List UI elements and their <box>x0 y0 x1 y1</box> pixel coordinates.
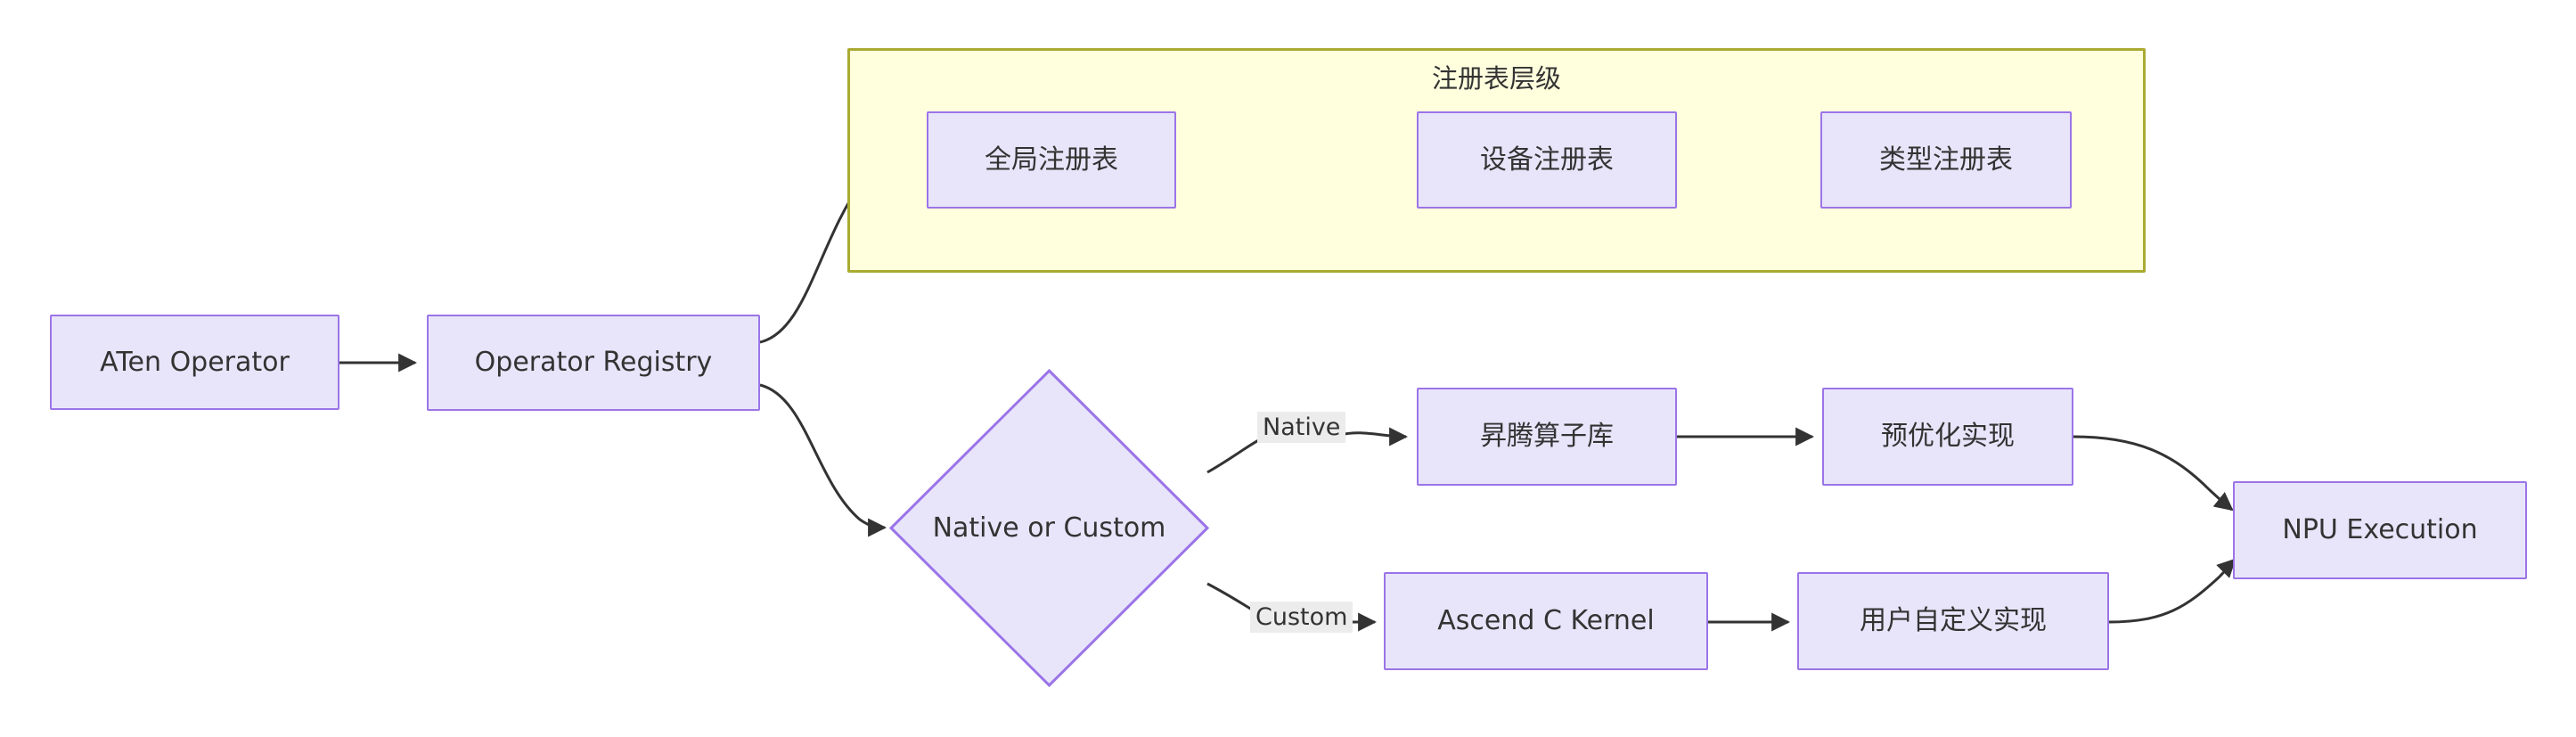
node-operator-registry[interactable]: Operator Registry <box>427 315 760 411</box>
node-label-ascend-c-kernel: Ascend C Kernel <box>1437 605 1655 636</box>
node-aten-operator[interactable]: ATen Operator <box>50 315 339 410</box>
node-label-npu-execution: NPU Execution <box>2282 514 2478 545</box>
node-npu-execution[interactable]: NPU Execution <box>2233 481 2527 579</box>
node-label-aten-operator: ATen Operator <box>100 346 290 378</box>
node-label-ascend-op-lib: 昇腾算子库 <box>1480 421 1614 452</box>
edge-label-native: Native <box>1257 412 1346 444</box>
node-label-device-registry: 设备注册表 <box>1480 143 1614 176</box>
node-ascend-c-kernel[interactable]: Ascend C Kernel <box>1384 572 1708 670</box>
edge-decision-to-native-label <box>1206 436 1264 474</box>
node-label-user-custom-impl: 用户自定义实现 <box>1860 605 2047 636</box>
node-user-custom-impl[interactable]: 用户自定义实现 <box>1797 572 2109 670</box>
node-native-or-custom[interactable]: Native or Custom <box>889 369 1209 687</box>
node-pre-optimized-impl[interactable]: 预优化实现 <box>1822 388 2073 486</box>
edge-user-impl-to-npu <box>2108 558 2237 624</box>
node-label-operator-registry: Operator Registry <box>474 347 713 378</box>
node-device-registry[interactable]: 设备注册表 <box>1417 111 1677 209</box>
node-label-native-or-custom: Native or Custom <box>932 512 1166 544</box>
node-label-pre-optimized-impl: 预优化实现 <box>1881 421 2015 452</box>
node-type-registry[interactable]: 类型注册表 <box>1820 111 2072 209</box>
edge-preopt-to-npu <box>2073 435 2234 512</box>
node-global-registry[interactable]: 全局注册表 <box>927 111 1176 209</box>
subgraph-title-registry-hierarchy: 注册表层级 <box>1431 63 1561 94</box>
edge-label-custom: Custom <box>1250 602 1353 634</box>
edge-registry-to-decision <box>759 383 887 537</box>
node-label-type-registry: 类型注册表 <box>1879 143 2013 176</box>
node-label-global-registry: 全局注册表 <box>985 143 1118 176</box>
node-ascend-op-lib[interactable]: 昇腾算子库 <box>1417 388 1677 486</box>
edge-native-to-ascend-op-lib <box>1339 427 1409 446</box>
diamond-shape <box>889 369 1209 687</box>
